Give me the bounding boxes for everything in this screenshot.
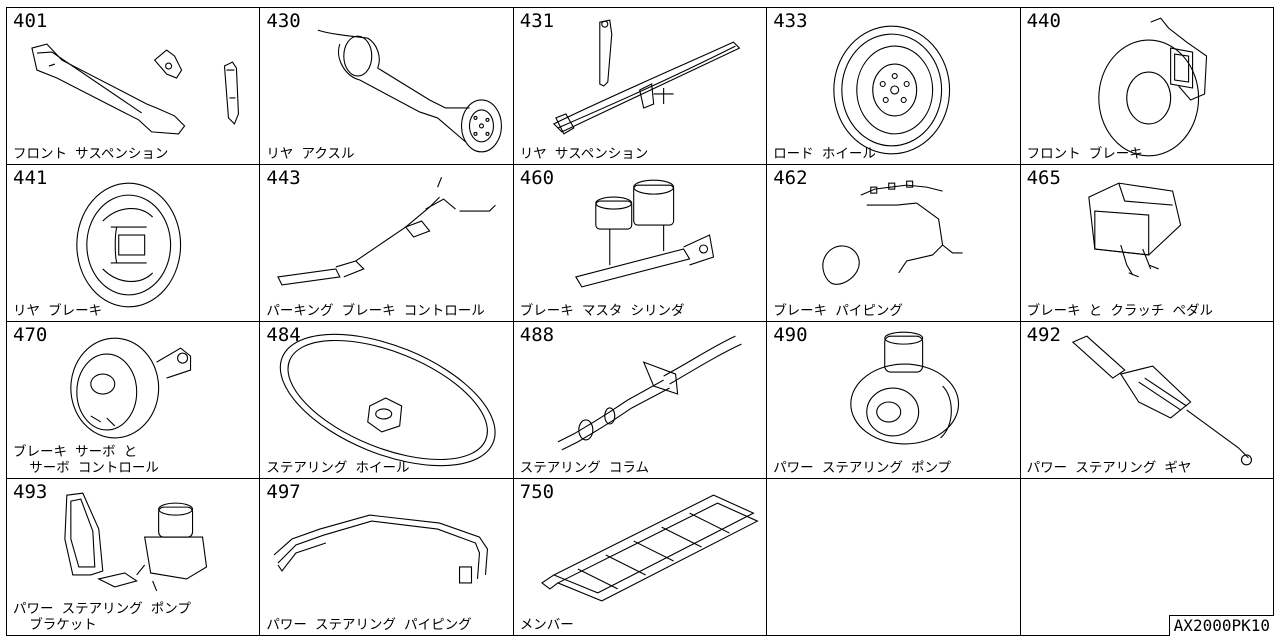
part-cell-441[interactable]: 441 リヤ ブレーキ: [7, 165, 261, 322]
brake-clutch-pedal-illustration: [1087, 182, 1181, 278]
steering-wheel-illustration: [280, 333, 497, 467]
power-steering-piping-illustration: [273, 514, 489, 584]
part-code: 460: [519, 167, 555, 189]
part-name: ブレーキ サーボ と サーボ コントロール: [13, 444, 159, 476]
part-code: 465: [1026, 167, 1061, 189]
part-cell-750[interactable]: 750 メンバー: [513, 479, 768, 636]
part-code: 493: [13, 481, 48, 503]
part-code: 492: [1026, 324, 1061, 346]
part-cell-470[interactable]: 470 ブレーキ サーボ と サーボ コントロール: [7, 322, 261, 479]
empty-cell: [767, 479, 1021, 636]
parts-index-grid: 401 フロント サスペンション 430 リヤ アクスル 431: [6, 7, 1274, 636]
rear-axle-illustration: [318, 29, 503, 153]
part-name: メンバー: [519, 617, 574, 633]
part-code: 488: [519, 324, 555, 346]
brake-piping-illustration: [822, 180, 963, 285]
parking-brake-control-illustration: [277, 176, 497, 286]
part-code: 462: [773, 167, 808, 189]
brake-servo-illustration: [70, 337, 192, 439]
part-name: フロント ブレーキ: [1026, 146, 1143, 162]
part-name: フロント サスペンション: [13, 146, 169, 162]
part-name: ブレーキ パイピング: [773, 303, 903, 319]
part-code: 433: [773, 10, 808, 32]
part-cell-497[interactable]: 497 パワー ステアリング パイピング: [260, 479, 514, 636]
part-name: リヤ アクスル: [266, 146, 355, 162]
part-code: 431: [519, 10, 555, 32]
road-wheel-illustration: [833, 25, 951, 155]
power-steering-pump-illustration: [850, 331, 960, 445]
part-name: ステアリング コラム: [519, 460, 650, 476]
part-code: 430: [266, 10, 301, 32]
part-cell-431[interactable]: 431 リヤ サスペンション: [513, 8, 768, 165]
part-name: リヤ ブレーキ: [13, 303, 103, 319]
part-code: 750: [519, 481, 555, 503]
part-cell-488[interactable]: 488 ステアリング コラム: [513, 322, 768, 479]
part-name: ブレーキ と クラッチ ペダル: [1026, 303, 1213, 319]
part-name: パワー ステアリング ポンプ: [773, 460, 952, 476]
part-cell-493[interactable]: 493 パワー ステアリング ポンプ ブラケット: [7, 479, 261, 636]
part-cell-460[interactable]: 460 ブレーキ マスタ シリンダ: [513, 165, 768, 322]
rear-suspension-illustration: [552, 19, 741, 135]
power-steering-gear-illustration: [1071, 335, 1252, 466]
catalog-reference-code: AX2000PK10: [1168, 615, 1274, 636]
part-cell-484[interactable]: 484 ステアリング ホイール: [260, 322, 514, 479]
front-brake-illustration: [1097, 17, 1207, 157]
part-code: 401: [13, 10, 48, 32]
part-code: 440: [1026, 10, 1061, 32]
steering-column-illustration: [557, 335, 742, 451]
part-name: ブレーキ マスタ シリンダ: [519, 303, 685, 319]
member-frame-illustration: [540, 494, 759, 602]
part-cell-440[interactable]: 440 フロント ブレーキ: [1020, 8, 1274, 165]
part-name: パワー ステアリング ポンプ ブラケット: [13, 601, 191, 633]
part-name: ステアリング ホイール: [266, 460, 410, 476]
part-cell-490[interactable]: 490 パワー ステアリング ポンプ: [767, 322, 1021, 479]
rear-brake-illustration: [76, 182, 182, 308]
part-code: 497: [266, 481, 301, 503]
empty-cell: [1020, 479, 1274, 636]
part-cell-433[interactable]: 433 ロード ホイール: [767, 8, 1021, 165]
part-code: 443: [266, 167, 301, 189]
part-cell-430[interactable]: 430 リヤ アクスル: [260, 8, 514, 165]
part-cell-492[interactable]: 492 パワー ステアリング ギヤ: [1020, 322, 1274, 479]
part-cell-462[interactable]: 462 ブレーキ パイピング: [767, 165, 1021, 322]
part-name: リヤ サスペンション: [519, 146, 649, 162]
front-suspension-illustration: [31, 43, 239, 135]
power-steering-pump-bracket-illustration: [64, 492, 208, 592]
part-name: ロード ホイール: [773, 146, 876, 162]
part-cell-401[interactable]: 401 フロント サスペンション: [7, 8, 261, 165]
part-name: パワー ステアリング パイピング: [266, 617, 472, 633]
part-name: パワー ステアリング ギヤ: [1026, 460, 1192, 476]
brake-master-cylinder-illustration: [574, 179, 714, 288]
part-name: パーキング ブレーキ コントロール: [266, 303, 485, 319]
part-cell-443[interactable]: 443 パーキング ブレーキ コントロール: [260, 165, 514, 322]
part-cell-465[interactable]: 465 ブレーキ と クラッチ ペダル: [1020, 165, 1274, 322]
part-code: 490: [773, 324, 808, 346]
part-code: 470: [13, 324, 48, 346]
part-code: 484: [266, 324, 301, 346]
part-code: 441: [13, 167, 48, 189]
